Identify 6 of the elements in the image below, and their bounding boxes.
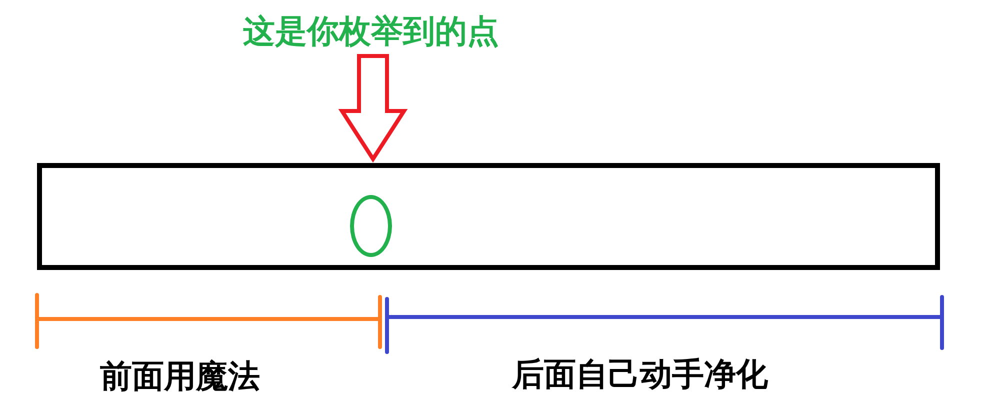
span-label: 前面用魔法 [100,356,260,397]
point-ellipse [350,195,392,257]
arrow [338,54,408,163]
bar-box [37,163,940,270]
callout-text: 这是你枚举到的点 [243,9,499,53]
span-label: 后面自己动手净化 [512,354,768,395]
